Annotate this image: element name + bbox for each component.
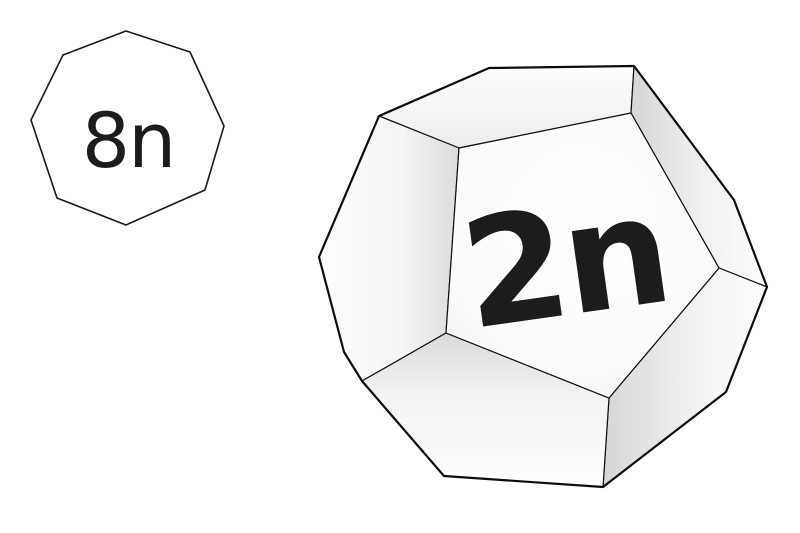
octagon-shape: 8n bbox=[30, 30, 225, 226]
octagon-label: 8n bbox=[82, 96, 175, 185]
dodecahedron-silhouette bbox=[317, 64, 769, 489]
octagon-outline bbox=[30, 30, 225, 226]
dodecahedron-shape: 2n bbox=[317, 64, 769, 489]
front-face bbox=[445, 112, 720, 399]
dodecahedron-label: 2n bbox=[452, 163, 677, 364]
